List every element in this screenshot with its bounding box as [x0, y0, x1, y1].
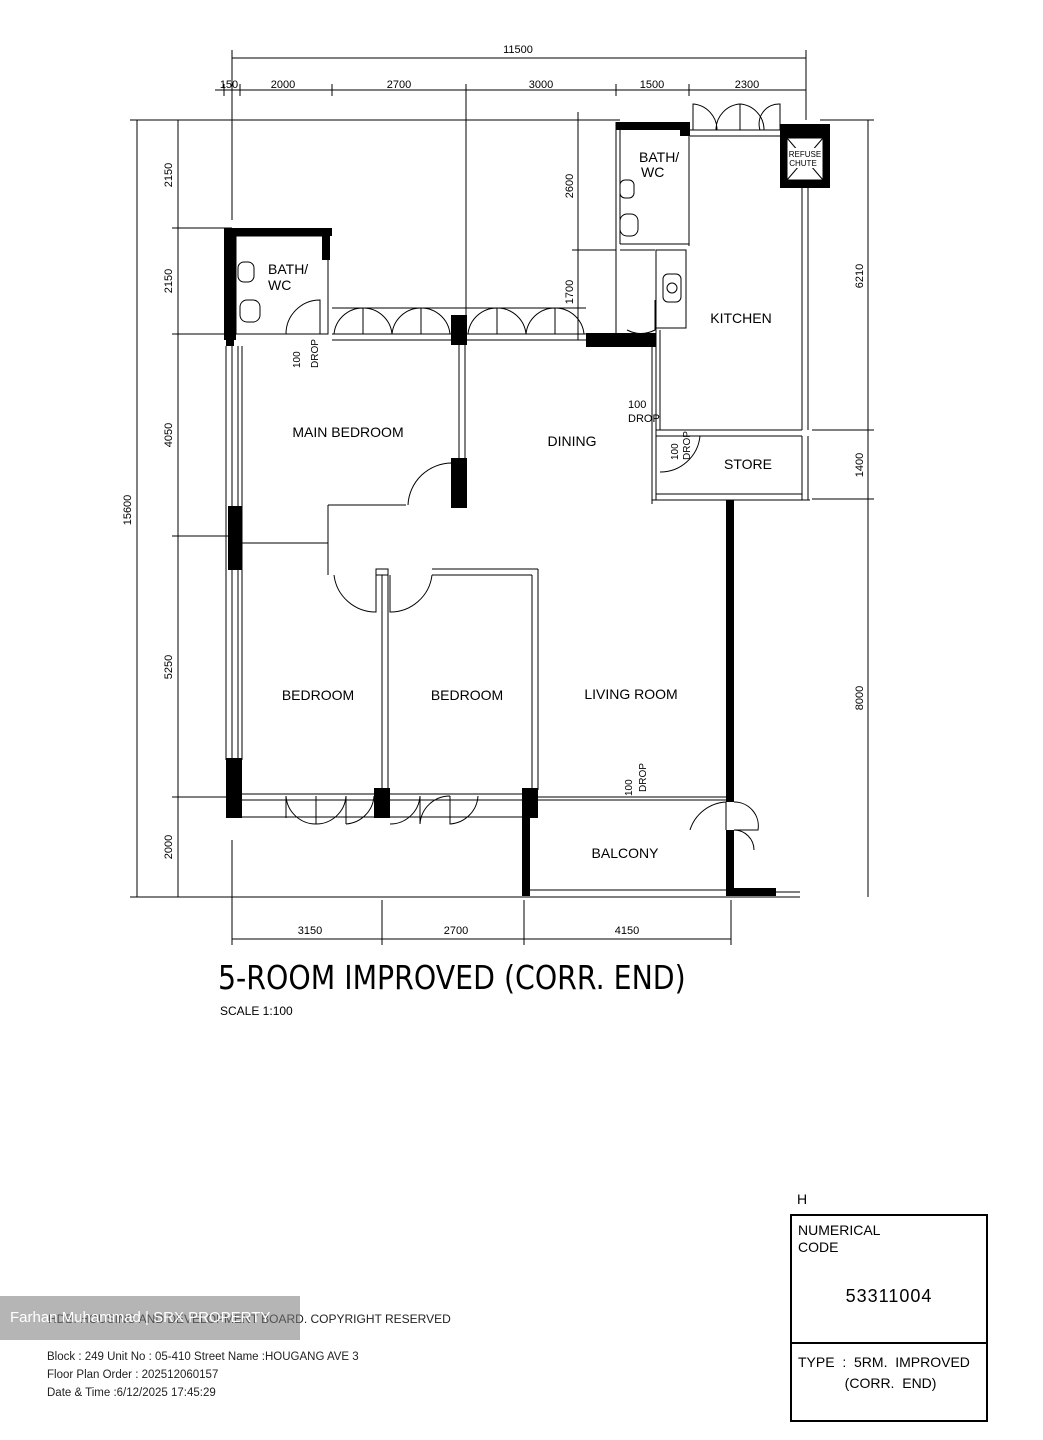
label-main-bedroom: MAIN BEDROOM — [292, 424, 403, 440]
label-refuse-line2: CHUTE — [789, 159, 817, 168]
label-refuse-line1: REFUSE — [789, 150, 821, 159]
dim-right-6210: 6210 — [854, 264, 866, 288]
inner-dimensions: 2600 1700 — [564, 112, 616, 340]
drop-store-100: 100 — [670, 443, 681, 460]
dim-top-150: 150 — [220, 79, 238, 91]
top-dimensions: 11500 150 2000 2700 3000 1500 2300 — [215, 44, 807, 340]
drop-balcony-text: DROP — [638, 763, 649, 792]
dim-top-1500: 1500 — [640, 79, 664, 91]
info-date-line: Date & Time :6/12/2025 17:45:29 — [47, 1387, 216, 1399]
drop-store-text: DROP — [682, 431, 693, 460]
left-dimensions: 15600 2150 2150 4050 5250 2000 — [122, 119, 800, 898]
dim-top-2000: 2000 — [271, 79, 295, 91]
drop-notes: 100 DROP 100 DROP 100 DROP 100 DROP — [292, 339, 693, 796]
dim-right-8000: 8000 — [854, 686, 866, 710]
label-bath-left-line1: BATH/ — [268, 261, 308, 277]
drop-balcony-100: 100 — [624, 779, 635, 796]
label-living-room: LIVING ROOM — [584, 686, 677, 702]
dim-left-2000: 2000 — [163, 835, 175, 859]
label-bath-right-line2: WC — [641, 164, 664, 180]
label-kitchen: KITCHEN — [710, 310, 771, 326]
plan-scale: SCALE 1:100 — [220, 1004, 293, 1018]
label-balcony: BALCONY — [592, 845, 660, 861]
label-dining: DINING — [548, 433, 597, 449]
info-block-line: Block : 249 Unit No : 05-410 Street Name… — [47, 1351, 359, 1363]
dim-left-4050: 4050 — [163, 423, 175, 447]
watermark-banner: Farhan Muhammad | SRX PROPERTY — [0, 1296, 300, 1340]
doors — [285, 103, 781, 851]
dim-left-2150b: 2150 — [163, 269, 175, 293]
plan-title: 5-ROOM IMPROVED (CORR. END) — [218, 958, 686, 997]
room-labels: BATH/ WC BATH/ WC REFUSE CHUTE KITCHEN M… — [268, 149, 821, 861]
drop-kitchen-100: 100 — [628, 399, 646, 411]
dim-inner-1700: 1700 — [564, 280, 576, 304]
bottom-dimensions: 3150 2700 4150 — [231, 840, 732, 945]
label-store: STORE — [724, 456, 772, 472]
dim-right-1400: 1400 — [854, 453, 866, 477]
dim-left-total: 15600 — [122, 495, 134, 526]
drop-main-bedroom-100: 100 — [292, 351, 303, 368]
watermark-text: Farhan Muhammad | SRX PROPERTY — [10, 1309, 271, 1326]
dim-bottom-3150: 3150 — [298, 925, 322, 937]
label-bedroom-1: BEDROOM — [282, 687, 354, 703]
walls — [224, 122, 830, 896]
dim-inner-2600: 2600 — [564, 174, 576, 198]
right-dimensions: 6210 1400 8000 — [812, 119, 874, 897]
dim-top-total: 11500 — [503, 44, 533, 56]
type-label: TYPE : 5RM. IMPROVED (CORR. END) — [798, 1354, 970, 1391]
sheet-mark: H — [797, 1191, 808, 1207]
drop-main-bedroom-text: DROP — [310, 339, 321, 368]
label-bath-right-line1: BATH/ — [639, 149, 679, 165]
dim-left-5250: 5250 — [163, 655, 175, 679]
info-order-line: Floor Plan Order : 202512060157 — [47, 1369, 219, 1381]
dim-top-3000: 3000 — [529, 79, 553, 91]
label-bedroom-2: BEDROOM — [431, 687, 503, 703]
dim-top-2300: 2300 — [735, 79, 759, 91]
numerical-code-value: 53311004 — [845, 1286, 933, 1306]
dim-top-2700: 2700 — [387, 79, 411, 91]
dim-bottom-4150: 4150 — [615, 925, 639, 937]
dim-left-2150a: 2150 — [163, 163, 175, 187]
label-bath-left-line2: WC — [268, 277, 291, 293]
dim-bottom-2700: 2700 — [444, 925, 468, 937]
fixtures — [237, 179, 682, 323]
drop-kitchen-text: DROP — [628, 413, 660, 425]
